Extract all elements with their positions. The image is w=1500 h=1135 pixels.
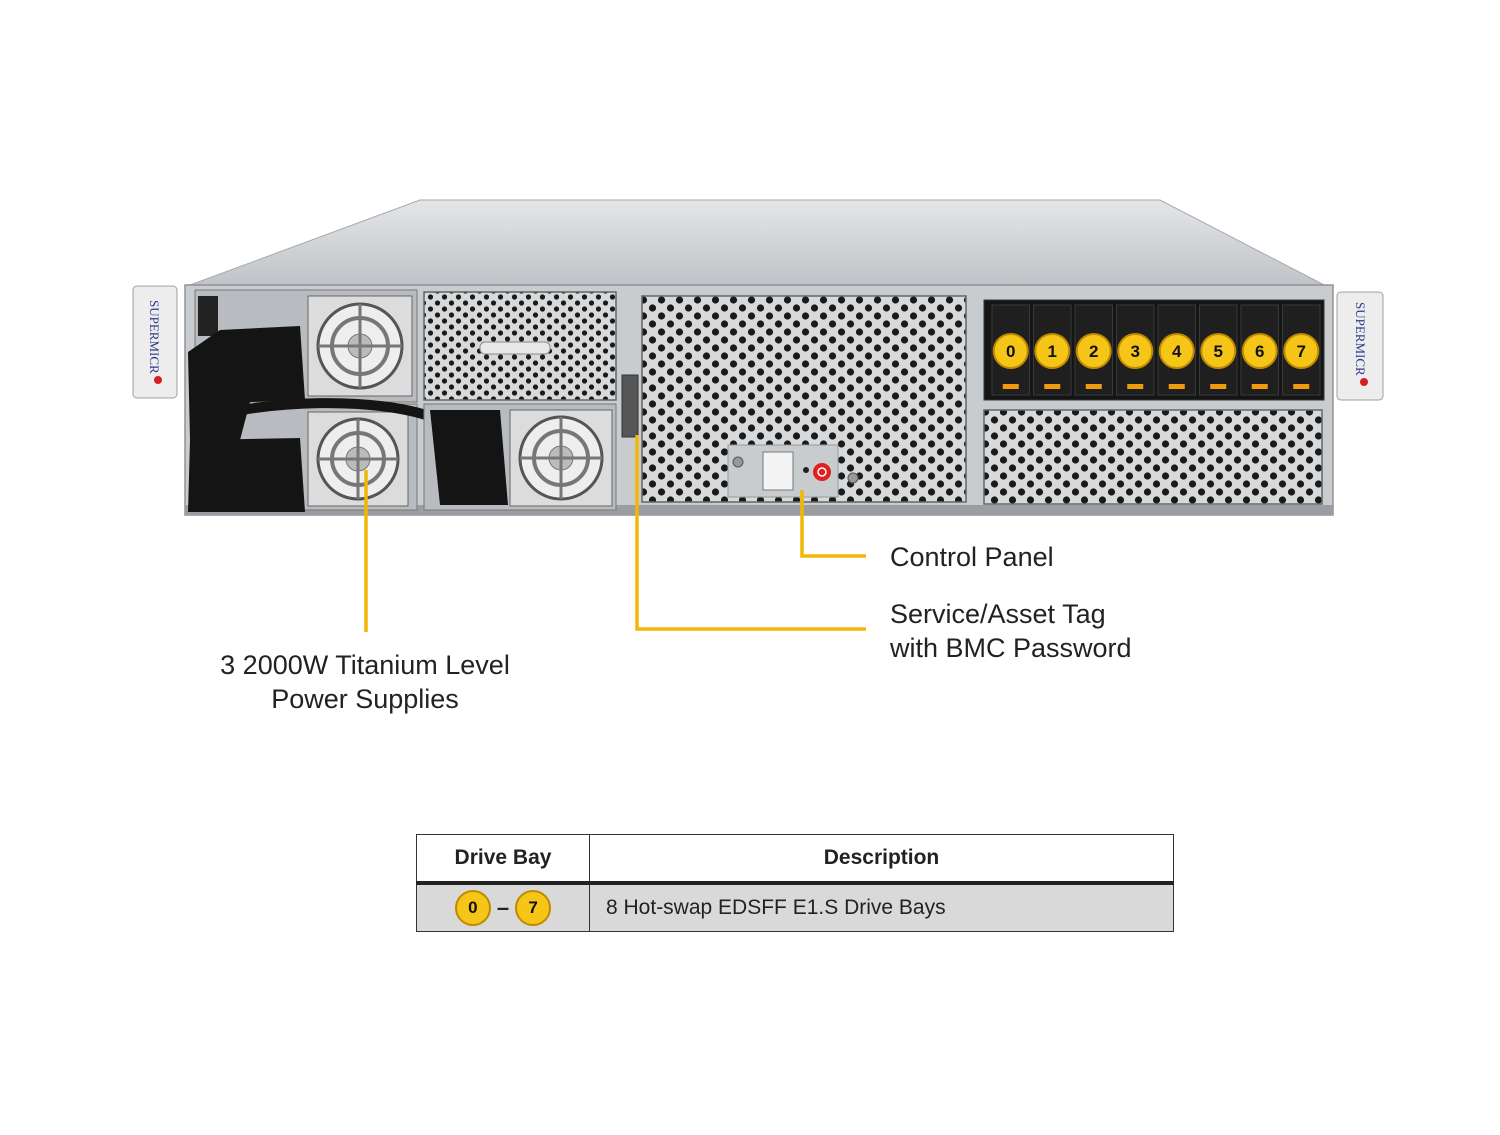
drive-bay-0[interactable]: 0 [991, 304, 1030, 396]
drive-bay-led [1293, 384, 1310, 389]
right-rack-ear: SUPERMICR [1336, 291, 1384, 401]
drive-bay-4[interactable]: 4 [1157, 304, 1196, 396]
drive-bay-6[interactable]: 6 [1240, 304, 1279, 396]
legend-header-row: Drive Bay Description [416, 834, 1174, 885]
drive-bay-legend-table: Drive Bay Description 0–7 8 Hot-swap EDS… [416, 834, 1174, 932]
drive-bay-led [1251, 384, 1268, 389]
drive-bay-led [1002, 384, 1019, 389]
callout-psu-line2: Power Supplies [271, 684, 459, 714]
leader-service-tag [635, 435, 866, 631]
drive-bay-badge [1075, 333, 1112, 369]
bay-badge-start: 0 [454, 890, 491, 926]
drive-bay-led [1044, 384, 1061, 389]
drive-bay-badge [1200, 333, 1237, 369]
drive-bay-3[interactable]: 3 [1116, 304, 1155, 396]
lower-vent-grille [983, 409, 1323, 505]
drive-bay-led [1085, 384, 1102, 389]
range-separator: – [496, 895, 510, 920]
drive-bay-number: 0 [1006, 342, 1015, 361]
drive-bay-badge [992, 333, 1029, 369]
drive-bay-number: 1 [1048, 342, 1057, 361]
service-asset-tag [621, 374, 639, 438]
header-description: Description [589, 834, 1174, 885]
drive-bay-2[interactable]: 2 [1074, 304, 1113, 396]
psu-fan-bottom-right [509, 409, 613, 507]
drive-bay-badge [1117, 333, 1154, 369]
left-rack-ear: SUPERMICR [132, 285, 178, 399]
drive-bay-badge [1283, 333, 1320, 369]
drive-bay-number: 2 [1089, 342, 1098, 361]
callout-tag-line1: Service/Asset Tag [890, 599, 1106, 629]
drive-bay-led [1127, 384, 1144, 389]
drive-bay-number: 6 [1255, 342, 1264, 361]
brand-logo-right: SUPERMICR [1353, 302, 1368, 376]
drive-bay-badge [1158, 333, 1195, 369]
control-panel [727, 444, 859, 498]
chassis-top [189, 199, 1331, 289]
power-button[interactable] [813, 463, 831, 481]
drive-bay-7[interactable]: 7 [1282, 304, 1321, 396]
header-drive-bay: Drive Bay [416, 834, 590, 885]
drive-bay-badge [1034, 333, 1071, 369]
drive-bay-description: 8 Hot-swap EDSFF E1.S Drive Bays [589, 882, 1174, 932]
psu-fan-bottom-left [307, 411, 409, 507]
drive-bay-number: 3 [1131, 342, 1140, 361]
drive-bay-number: 7 [1297, 342, 1306, 361]
callout-cp-label: Control Panel [890, 542, 1054, 572]
drive-bay-led [1168, 384, 1185, 389]
drive-bay-led [1210, 384, 1227, 389]
drive-bay-1[interactable]: 1 [1033, 304, 1072, 396]
callout-control-panel: Control Panel [890, 540, 1054, 574]
brand-logo-left: SUPERMICR [147, 300, 162, 374]
psu-fan-top [307, 295, 413, 397]
drive-bay-range: 0–7 [416, 882, 590, 932]
leader-control-panel [800, 490, 866, 558]
drive-bay-number: 4 [1172, 342, 1182, 361]
table-row: 0–7 8 Hot-swap EDSFF E1.S Drive Bays [416, 882, 1174, 932]
callout-psu-line1: 3 2000W Titanium Level [220, 650, 510, 680]
drive-bay-5[interactable]: 5 [1199, 304, 1238, 396]
drive-bay-badge [1241, 333, 1278, 369]
bay-badge-end: 7 [515, 890, 552, 926]
callout-tag-line2: with BMC Password [890, 633, 1132, 663]
callout-service-tag: Service/Asset Tag with BMC Password [890, 597, 1132, 665]
callout-power-supplies: 3 2000W Titanium Level Power Supplies [190, 648, 540, 716]
drive-bay-number: 5 [1214, 342, 1223, 361]
